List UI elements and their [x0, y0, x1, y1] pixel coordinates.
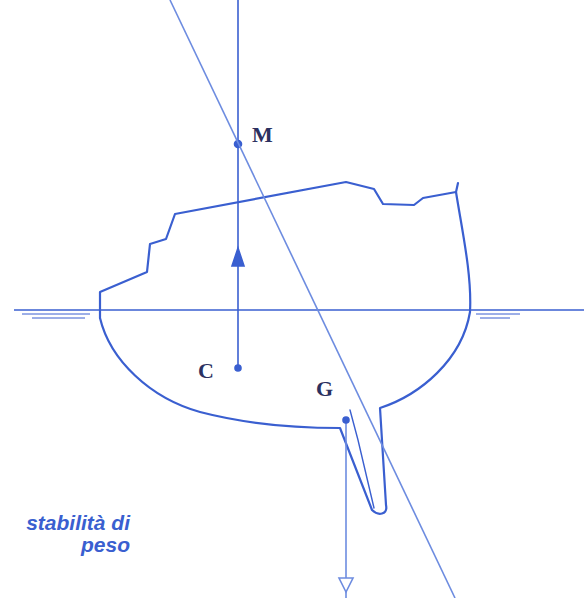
point-label: M [252, 124, 273, 146]
water-hatch [22, 314, 520, 318]
weight-line [345, 420, 347, 598]
point-g [343, 417, 349, 423]
keel-line [350, 410, 374, 508]
hull-outline [100, 182, 470, 514]
weight-arrow [339, 578, 353, 592]
buoyancy-arrow [232, 248, 244, 266]
waterline [14, 309, 584, 311]
caption: stabilità di peso [26, 512, 130, 556]
point-c [235, 365, 241, 371]
point-label: G [316, 378, 333, 400]
axis-line [170, 0, 455, 598]
bow-tip [456, 183, 458, 192]
point-label: C [198, 360, 214, 382]
buoyancy-line [237, 0, 239, 368]
